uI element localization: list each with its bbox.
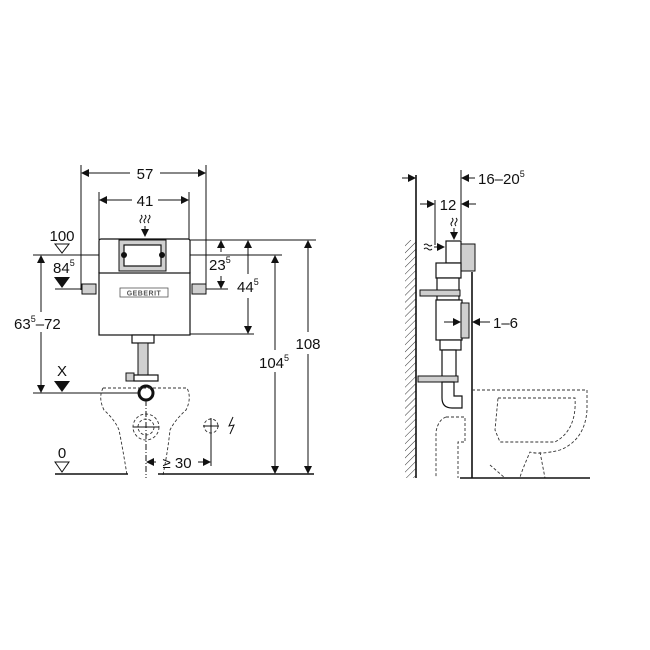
dim-label: 108	[295, 336, 320, 353]
level-label-outlet: X	[57, 363, 67, 380]
toilet-outline-side	[472, 389, 588, 479]
dim-height-total: 108	[295, 240, 321, 474]
level-label-top: 100	[49, 228, 74, 245]
level-label-connection: 845	[53, 258, 75, 277]
level-marker-open	[54, 461, 70, 473]
dim-top-to-bottom: 445	[237, 240, 259, 334]
dim-width-inner: 41	[99, 193, 189, 210]
cistern: GEBERIT	[81, 238, 207, 402]
dim-width-outer: 57	[81, 166, 206, 183]
dim-label: 12	[440, 197, 457, 214]
dim-label: 41	[137, 193, 154, 210]
level-marker-filled	[54, 277, 70, 288]
dim-depth-total: 16–205	[402, 169, 525, 188]
dim-wall-finish: 1–6	[444, 315, 518, 332]
wall-hatch	[405, 240, 416, 478]
water-inlet-icon	[139, 214, 151, 237]
level-marker-filled	[54, 381, 70, 392]
dim-label: 1045	[259, 353, 289, 372]
dim-top-to-connection: 235	[209, 240, 231, 289]
side-view: 16–205 12	[402, 169, 590, 479]
dim-label: 445	[237, 277, 259, 296]
dim-label: 635–72	[14, 314, 61, 333]
level-label-floor: 0	[58, 445, 66, 462]
dim-label: 57	[137, 166, 154, 183]
front-view: 57 41 GEBERIT	[14, 165, 321, 478]
toilet-outline-front	[100, 387, 190, 478]
svg-text:GEBERIT: GEBERIT	[127, 291, 162, 298]
dim-label: 16–205	[478, 169, 525, 188]
dim-depth-frame: 12	[420, 197, 476, 214]
water-inlet-icon	[423, 217, 458, 251]
cistern-side	[417, 240, 476, 478]
lightning-icon	[228, 416, 235, 435]
dim-height-plate: 1045	[259, 255, 289, 474]
dim-label: ≥ 30	[162, 455, 191, 472]
dim-label: 235	[209, 255, 231, 274]
electric-socket-icon	[203, 418, 219, 466]
level-marker-open	[53, 243, 71, 254]
geberit-logo: GEBERIT	[119, 287, 169, 298]
dim-socket-offset: ≥ 30	[146, 455, 211, 472]
dim-level-range: 635–72	[14, 255, 61, 393]
dim-label: 1–6	[493, 315, 518, 332]
